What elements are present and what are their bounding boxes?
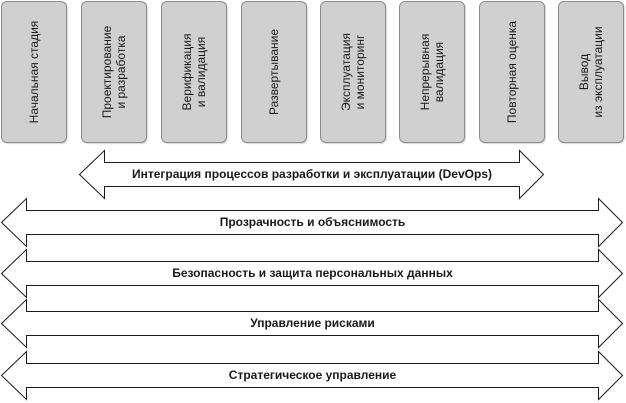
stage-box-continuous-validation: Непрерывная валидация: [399, 1, 465, 143]
stage-box-deployment: Развертывание: [241, 1, 307, 143]
security-arrow: [0, 248, 624, 299]
stage-box-design: Проектирование и разработка: [81, 1, 147, 143]
devops-arrow: [78, 149, 545, 200]
strategic-management-label: Стратегическое управление: [228, 368, 397, 382]
devops-label: Интеграция процессов разработки и эксплу…: [132, 167, 492, 181]
risk-management-arrow: [0, 298, 624, 349]
transparency-arrow: [0, 197, 624, 248]
stage-box-verification: Верификация и валидация: [161, 1, 227, 143]
transparency-label: Прозрачность и объяснимость: [219, 215, 406, 229]
stage-box-reassessment: Повторная оценка: [479, 1, 545, 143]
stage-box-initial: Начальная стадия: [1, 1, 67, 143]
stage-box-decommission: Вывод из эксплуатации: [558, 1, 624, 143]
risk-management-label: Управление рисками: [250, 316, 375, 330]
security-label: Безопасность и защита персональных данны…: [172, 266, 453, 280]
stage-box-operation: Эксплуатация и мониторинг: [320, 1, 386, 143]
strategic-management-arrow: [0, 350, 624, 401]
